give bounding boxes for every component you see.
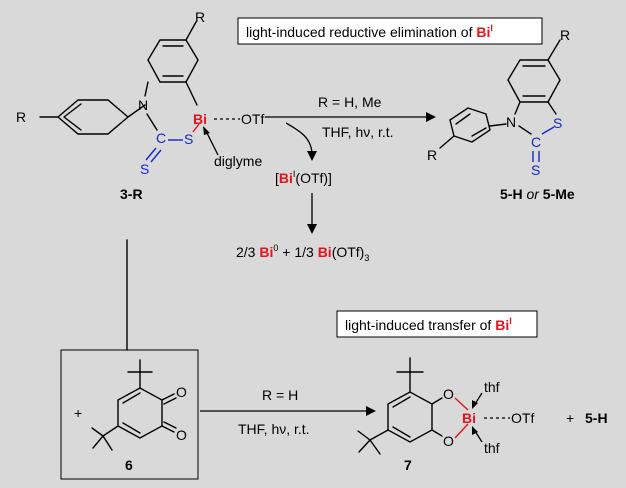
atom-S-5-thione: S xyxy=(531,162,540,178)
top-reaction-arrow: R = H, Me THF, hν, r.t. xyxy=(265,94,436,161)
atom-O-7b: O xyxy=(443,433,454,449)
atom-R-left: R xyxy=(16,109,26,125)
atom-S-thione: S xyxy=(140,161,149,177)
atom-OTf-7: OTf xyxy=(511,410,534,426)
label-6: 6 xyxy=(125,457,133,473)
atom-O-6a: O xyxy=(176,384,187,400)
title-top-text: light-induced reductive elimination of xyxy=(246,24,473,40)
atom-Bi-3R: Bi xyxy=(193,111,207,127)
plus-sign-6: + xyxy=(74,405,82,421)
atom-R-top: R xyxy=(195,9,205,25)
atom-N-5: N xyxy=(506,114,516,130)
compound-5: R N S C S R 5-H or 5-Me xyxy=(427,27,575,202)
atom-N: N xyxy=(138,97,148,113)
atom-R-5-aryl: R xyxy=(427,147,437,163)
label-5-products: 5-H or 5-Me xyxy=(500,186,575,202)
atom-C-thiocarbonyl: C xyxy=(156,130,166,146)
ligand-thf-top: thf xyxy=(484,379,500,395)
label-3-R: 3-R xyxy=(120,186,143,202)
condition-bottom-solvent: THF, hν, r.t. xyxy=(238,421,310,437)
title-bottom-text: light-induced transfer of xyxy=(345,317,491,333)
atom-Bi-7: Bi xyxy=(462,410,476,426)
label-7: 7 xyxy=(404,457,412,473)
condition-top-solvent: THF, hν, r.t. xyxy=(322,124,394,140)
atom-O-7a: O xyxy=(443,386,454,402)
disproportionation-products: 2/3 Bi0 + 1/3 Bi(OTf)3 xyxy=(236,243,369,263)
label-5-H-bottom: 5-H xyxy=(585,410,608,426)
compound-3-R: R R N C S S Bi OTf diglyme 3-R xyxy=(16,9,264,202)
atom-C-5: C xyxy=(531,134,541,150)
atom-O-6b: O xyxy=(176,427,187,443)
svg-text:light-induced transfer of BiI: light-induced transfer of BiI xyxy=(345,316,512,333)
title-box-transfer: light-induced transfer of BiI xyxy=(336,310,538,338)
condition-top-reagent: R = H, Me xyxy=(318,94,382,110)
svg-text:light-induced reductive elimin: light-induced reductive elimination of B… xyxy=(246,23,493,40)
ligand-diglyme: diglyme xyxy=(214,153,262,169)
ligand-thf-bottom: thf xyxy=(484,440,500,456)
compound-6-box: + O O 6 xyxy=(60,349,199,480)
bottom-reaction-arrow: R = H THF, hν, r.t. xyxy=(200,387,376,437)
atom-S-5-ring: S xyxy=(553,115,562,131)
intermediate-Bi-OTf: [BiI(OTf)] xyxy=(275,169,332,186)
condition-bottom-reagent: R = H xyxy=(262,387,298,403)
atom-R-5-top: R xyxy=(560,27,570,43)
atom-S-ring: S xyxy=(184,131,193,147)
title-box-reductive-elimination: light-induced reductive elimination of B… xyxy=(237,17,543,45)
compound-7: O O Bi OTf thf thf 7 xyxy=(357,357,534,473)
atom-OTf-3R: OTf xyxy=(241,111,264,127)
plus-sign-7: + xyxy=(566,410,574,426)
